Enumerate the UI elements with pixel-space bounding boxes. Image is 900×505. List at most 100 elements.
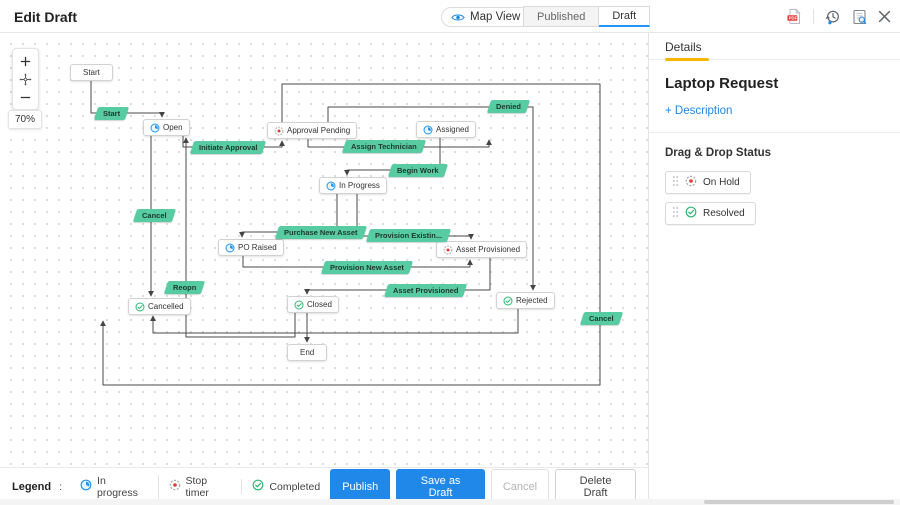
transition-label-start[interactable]: Start — [93, 107, 130, 120]
legend-item-stop-timer: Stop timer — [157, 474, 242, 499]
eye-icon — [451, 13, 465, 22]
save-as-draft-button[interactable]: Save as Draft — [396, 468, 485, 505]
transition-text: Asset Provisioned — [393, 286, 459, 295]
transition-text: Provision New Asset — [330, 263, 404, 272]
connector-closed-to-open — [183, 137, 296, 338]
transition-text: Provision Existin... — [375, 231, 443, 240]
in-progress-icon — [423, 125, 433, 135]
zoom-out-button[interactable] — [13, 88, 38, 106]
status-node-start[interactable]: Start — [70, 64, 113, 81]
status-node-cancelled[interactable]: Cancelled — [128, 298, 191, 315]
transition-label-denied[interactable]: Denied — [486, 100, 531, 113]
status-chip-label: Resolved — [703, 208, 745, 219]
zoom-controls — [12, 48, 39, 110]
status-node-asset-provisioned[interactable]: Asset Provisioned — [436, 241, 528, 258]
toolbar-divider — [813, 9, 814, 24]
status-node-label: PO Raised — [238, 243, 277, 252]
preview-document-icon[interactable] — [852, 9, 867, 25]
panel-divider — [649, 132, 900, 133]
horizontal-scrollbar[interactable] — [0, 499, 900, 505]
completed-icon — [135, 302, 145, 312]
status-node-closed[interactable]: Closed — [287, 296, 339, 313]
stop-timer-icon — [274, 126, 284, 136]
tab-published[interactable]: Published — [523, 6, 600, 27]
stop-timer-icon — [685, 175, 697, 190]
publish-button[interactable]: Publish — [330, 468, 391, 505]
close-icon[interactable] — [878, 10, 891, 23]
drag-handle-icon[interactable] — [672, 206, 679, 221]
transition-label-purchase-new-asset[interactable]: Purchase New Asset — [274, 226, 367, 239]
status-node-approval-pending[interactable]: Approval Pending — [267, 122, 358, 139]
completed-icon — [252, 479, 264, 494]
map-view-label: Map View — [470, 11, 521, 23]
status-node-rejected[interactable]: Rejected — [496, 292, 555, 309]
status-node-label: Asset Provisioned — [456, 245, 521, 254]
map-view-dropdown[interactable]: Map View — [441, 7, 544, 27]
export-pdf-icon[interactable]: PDF — [786, 8, 802, 25]
workflow-title: Laptop Request — [665, 75, 779, 92]
drag-handle-icon[interactable] — [672, 175, 679, 190]
pan-button[interactable] — [13, 70, 38, 88]
transition-label-provision-new-asset[interactable]: Provision New Asset — [320, 261, 414, 274]
scrollbar-thumb[interactable] — [704, 500, 894, 504]
transition-text: Cancel — [589, 314, 614, 323]
delete-draft-button[interactable]: Delete Draft — [555, 468, 636, 505]
transition-text: Cancel — [142, 211, 167, 220]
transition-text: Purchase New Asset — [284, 228, 358, 237]
legend-item-completed: Completed — [241, 479, 330, 494]
status-node-in-progress[interactable]: In Progress — [319, 177, 387, 194]
transition-label-provision-existin[interactable]: Provision Existin... — [365, 229, 452, 242]
completed-icon — [503, 296, 513, 306]
transition-label-reopn[interactable]: Reopn — [163, 281, 206, 294]
status-node-label: Open — [163, 123, 183, 132]
status-node-label: Start — [83, 68, 100, 77]
tab-draft[interactable]: Draft — [599, 6, 651, 27]
transition-label-begin-work[interactable]: Begin Work — [387, 164, 448, 177]
transition-label-assign-technician[interactable]: Assign Technician — [341, 140, 426, 153]
status-chip-resolved[interactable]: Resolved — [665, 202, 756, 225]
completed-icon — [294, 300, 304, 310]
top-bar-actions: PDF — [786, 8, 891, 25]
legend-item-in-progress: In progress — [70, 475, 157, 499]
connector-layer — [90, 80, 601, 386]
completed-icon — [685, 206, 697, 221]
status-node-label: Closed — [307, 300, 332, 309]
status-node-label: End — [300, 348, 315, 357]
status-node-po-raised[interactable]: PO Raised — [218, 239, 284, 256]
in-progress-icon — [225, 243, 235, 253]
draft-toggle-tabs: Published Draft — [523, 6, 651, 27]
zoom-in-button[interactable] — [13, 52, 38, 70]
connector-rejected-to-cancelled — [150, 309, 519, 334]
status-node-label: Rejected — [516, 296, 548, 305]
connector-approval-pending-to-cancelled — [100, 83, 601, 386]
in-progress-icon — [150, 123, 160, 133]
add-description-link[interactable]: + Description — [665, 105, 733, 117]
transition-label-cancel[interactable]: Cancel — [132, 209, 176, 222]
transition-label-initiate-approval[interactable]: Initiate Approval — [189, 141, 267, 154]
status-node-end[interactable]: End — [287, 344, 328, 361]
details-panel: Details Laptop Request + Description Dra… — [648, 33, 900, 505]
transition-label-cancel[interactable]: Cancel — [579, 312, 623, 325]
connector-approval-pending-to-rejected — [327, 106, 536, 291]
status-node-label: Assigned — [436, 125, 469, 134]
status-chip-on-hold[interactable]: On Hold — [665, 171, 751, 194]
legend-colon: : — [59, 480, 63, 493]
version-history-icon[interactable] — [825, 9, 841, 25]
top-bar: Edit Draft Map View Published Draft PDF — [0, 0, 900, 33]
transition-text: Begin Work — [397, 166, 439, 175]
tab-details[interactable]: Details — [665, 40, 709, 61]
transition-label-asset-provisioned[interactable]: Asset Provisioned — [383, 284, 468, 297]
transition-text: Denied — [496, 102, 522, 111]
status-node-assigned[interactable]: Assigned — [416, 121, 476, 138]
panel-body: Laptop Request + Description Drag & Drop… — [649, 60, 900, 225]
status-node-open[interactable]: Open — [143, 119, 190, 136]
stop-timer-icon — [443, 245, 453, 255]
svg-text:PDF: PDF — [789, 16, 798, 21]
status-node-label: Cancelled — [148, 302, 184, 311]
transition-text: Reopn — [173, 283, 197, 292]
